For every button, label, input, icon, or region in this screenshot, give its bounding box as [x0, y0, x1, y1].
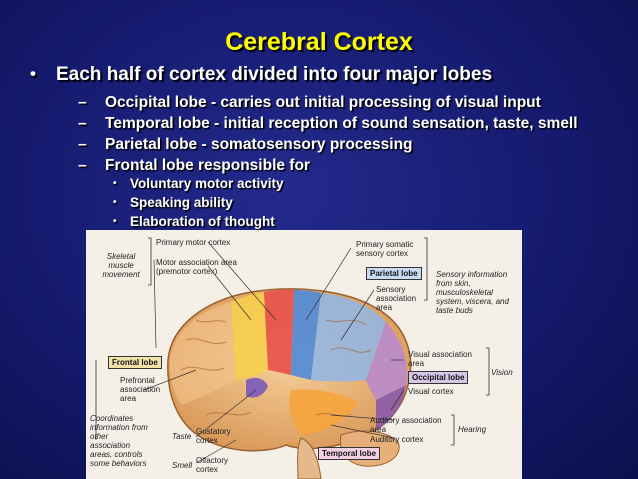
label-auditory-assoc: Auditory association area [370, 416, 442, 434]
sub-item-temporal: –Temporal lobe - initial reception of so… [78, 115, 578, 132]
label-primary-somatic: Primary somatic sensory cortex [356, 240, 414, 258]
label-taste: Taste [172, 432, 192, 441]
sub-item-occipital: –Occipital lobe - carries out initial pr… [78, 94, 541, 111]
frontal-item-thought: •Elaboration of thought [113, 214, 275, 229]
frontal-item-speaking: •Speaking ability [113, 195, 233, 210]
motor-association-area [231, 292, 268, 380]
main-bullet: • Each half of cortex divided into four … [30, 64, 493, 85]
label-smell: Smell [172, 461, 193, 470]
auditory-cortex [289, 389, 358, 435]
visual-cortex [376, 385, 406, 430]
label-auditory-cortex: Auditory cortex [370, 435, 424, 444]
frontal-item-motor: •Voluntary motor activity [113, 176, 284, 191]
sub-item-parietal: –Parietal lobe - somatosensory processin… [78, 136, 413, 153]
frontal-region [169, 302, 236, 405]
sulci [180, 319, 372, 417]
label-olfactory: Olfactory cortex [196, 456, 229, 474]
label-prefrontal: Prefrontal association area [120, 376, 161, 403]
label-visual-cortex: Visual cortex [408, 387, 454, 396]
label-coordinates: Coordinates information from other assoc… [90, 414, 148, 468]
label-skeletal: Skeletal muscle movement [102, 252, 140, 279]
somatic-sensory-cortex [291, 290, 321, 380]
brain-illustration [95, 237, 490, 479]
label-parietal-lobe: Parietal lobe [366, 267, 422, 280]
visual-association-area [366, 322, 408, 400]
label-sensory-assoc: Sensory association area [376, 285, 417, 312]
leader-lines [116, 241, 405, 464]
gustatory-cortex [246, 378, 268, 398]
brain-diagram: Skeletal muscle movement Primary motor c… [86, 230, 522, 479]
brainstem [297, 437, 322, 479]
label-occipital-lobe: Occipital lobe [408, 371, 469, 384]
sub-item-frontal: –Frontal lobe responsible for [78, 157, 310, 174]
slide-title: Cerebral Cortex [225, 28, 413, 56]
bullet-dot: • [30, 64, 36, 83]
primary-motor-cortex [264, 289, 294, 375]
label-temporal-lobe: Temporal lobe [318, 447, 381, 460]
label-gustatory: Gustatory cortex [196, 427, 231, 445]
brackets [95, 237, 490, 446]
sensory-association-area [311, 293, 386, 382]
label-hearing: Hearing [458, 425, 487, 434]
label-frontal-lobe: Frontal lobe [108, 356, 162, 369]
label-sensory-info: Sensory information from skin, musculosk… [436, 270, 509, 315]
label-primary-motor: Primary motor cortex [156, 238, 231, 247]
label-motor-assoc: Motor association area (premotor cortex) [156, 258, 237, 276]
label-vision: Vision [491, 368, 513, 377]
label-visual-assoc: Visual association area [408, 350, 472, 368]
